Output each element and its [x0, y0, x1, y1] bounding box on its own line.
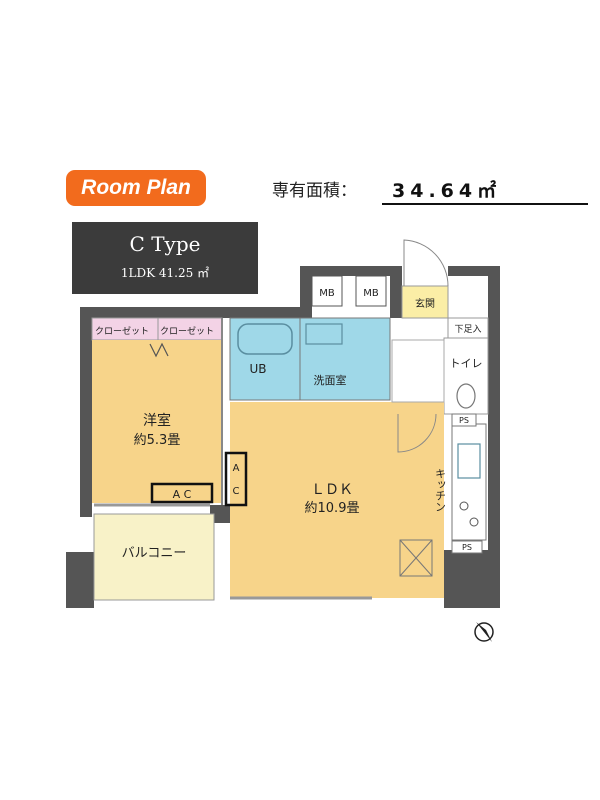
wall-bottom-left	[66, 552, 94, 608]
washroom	[299, 317, 391, 401]
bedroom	[92, 340, 222, 503]
wall-top-left	[80, 307, 230, 318]
ac-frame-vertical	[224, 451, 248, 507]
ldk-size: 約10.9畳	[305, 501, 360, 516]
balcony-label: バルコニー	[122, 546, 187, 561]
bathtub-icon	[237, 323, 293, 355]
stove-burner-icon	[459, 501, 469, 511]
unit-bath	[229, 317, 301, 401]
mb-label-1: MB	[319, 288, 335, 299]
mb-box-1	[311, 275, 343, 307]
wall-pillar	[210, 505, 230, 523]
wall-mb-top	[300, 266, 400, 276]
area-value: 34.64㎡	[392, 180, 502, 202]
bedroom-size: 約5.3畳	[134, 433, 181, 448]
stove-burner-icon	[469, 517, 479, 527]
kitchen-label: キッチン	[434, 468, 447, 512]
unit-bath-label: UB	[249, 362, 266, 376]
entrance	[401, 285, 449, 319]
sink-icon	[305, 323, 343, 345]
area-underline	[382, 203, 588, 205]
bedroom-name: 洋室	[143, 412, 171, 429]
entrance-label: 玄関	[415, 297, 435, 310]
kitchen-sink-icon	[457, 443, 481, 479]
fridge-space	[399, 539, 433, 577]
wall-right	[488, 266, 500, 606]
ac-label-c: C	[233, 486, 240, 497]
ldk	[230, 402, 444, 598]
ac-label-horizontal: A C	[173, 488, 192, 501]
wall-left	[80, 307, 92, 517]
wall-mb-left	[300, 266, 312, 318]
ps-label-2: PS	[462, 543, 472, 552]
balcony	[93, 513, 215, 601]
type-title: C Type	[129, 232, 201, 256]
ac-frame-horizontal	[150, 482, 214, 504]
wall-top-mid	[228, 307, 300, 318]
type-box: C Type 1LDK 41.25 ㎡	[72, 222, 258, 294]
mb-box-2	[355, 275, 387, 307]
area-label: 専有面積：	[272, 181, 357, 201]
type-subtitle: 1LDK 41.25 ㎡	[120, 266, 210, 280]
wall-bottom-right	[444, 550, 500, 608]
closet-label-2: クローゼット	[160, 325, 214, 337]
wall-mb-right	[390, 266, 402, 318]
ps-box-2	[451, 540, 483, 554]
fridge-cross	[399, 539, 433, 577]
ps-box-1	[451, 413, 477, 427]
room-plan-badge: Room Plan	[66, 170, 206, 206]
kitchen-counter	[451, 423, 487, 541]
entrance-door-swing	[403, 239, 449, 287]
toilet-room	[443, 337, 489, 415]
shoe-storage-label: 下足入	[454, 324, 481, 335]
hallway	[391, 339, 445, 403]
ps-label-1: PS	[459, 416, 469, 425]
washroom-label: 洗面室	[314, 373, 347, 387]
toilet-icon	[456, 383, 476, 409]
ldk-name: ＬＤＫ	[311, 482, 353, 498]
ldk-door-swing	[397, 413, 437, 453]
closet-label-1: クローゼット	[95, 325, 149, 337]
wall-top-right	[448, 266, 500, 276]
compass-north-icon	[474, 622, 494, 642]
ac-label-a: A	[233, 463, 240, 474]
toilet-label: トイレ	[450, 357, 483, 370]
closet-doors	[149, 342, 169, 358]
mb-label-2: MB	[363, 288, 379, 299]
